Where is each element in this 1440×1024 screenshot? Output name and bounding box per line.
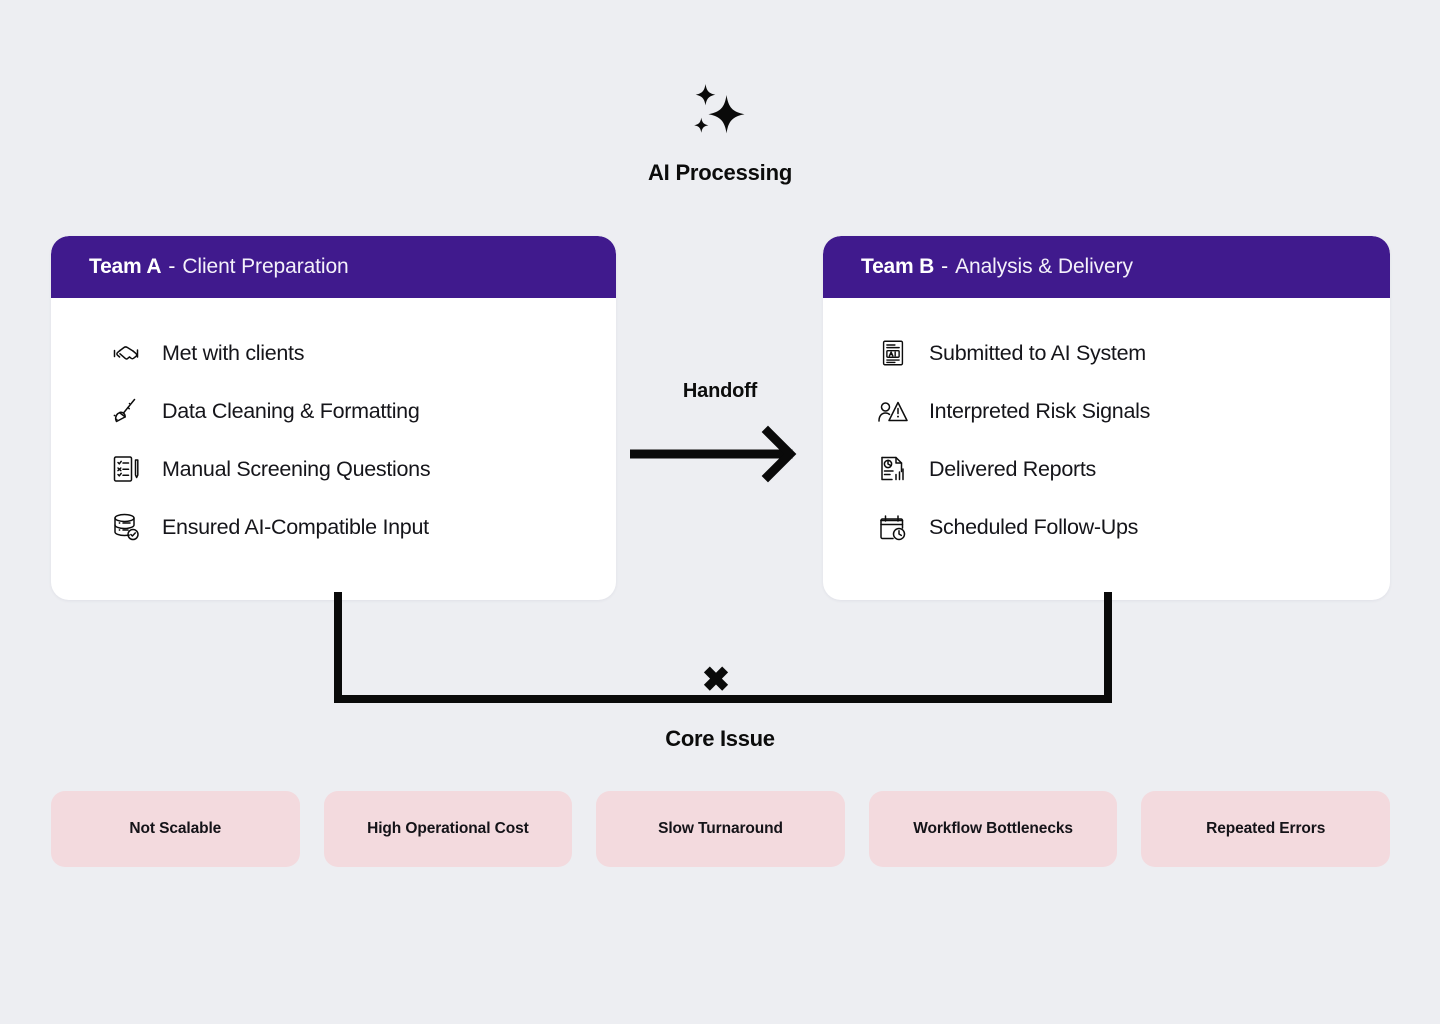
team-b-item-list: Submitted to AI System Interpreted Risk … <box>823 298 1390 576</box>
team-a-name: Team A <box>89 255 162 278</box>
team-a-card: Team A - Client Preparation Met with cli… <box>51 236 616 600</box>
list-item-label: Ensured AI-Compatible Input <box>162 514 429 539</box>
list-item-label: Met with clients <box>162 340 305 365</box>
list-item: Delivered Reports <box>873 440 1360 498</box>
list-item: Manual Screening Questions <box>106 440 586 498</box>
list-item: Scheduled Follow-Ups <box>873 498 1360 556</box>
person-warning-icon <box>873 391 913 431</box>
team-b-separator: - <box>941 255 949 278</box>
calendar-clock-icon <box>873 507 913 547</box>
team-b-name: Team B <box>861 255 935 278</box>
ai-processing-label: AI Processing <box>647 160 793 185</box>
list-item-label: Delivered Reports <box>929 456 1096 481</box>
core-issue-bracket <box>320 588 1125 717</box>
issue-chip-list: Not Scalable High Operational Cost Slow … <box>51 791 1390 867</box>
team-a-subtitle: Client Preparation <box>182 255 349 278</box>
checklist-pencil-icon <box>106 449 146 489</box>
right-arrow-icon <box>629 424 810 484</box>
list-item: Submitted to AI System <box>873 324 1360 382</box>
issue-chip-not-scalable[interactable]: Not Scalable <box>51 791 300 867</box>
issue-chip-repeated-errors[interactable]: Repeated Errors <box>1141 791 1390 867</box>
list-item-label: Submitted to AI System <box>929 340 1146 365</box>
issue-chip-high-operational-cost[interactable]: High Operational Cost <box>323 791 573 867</box>
list-item: Ensured AI-Compatible Input <box>106 498 586 556</box>
list-item: Data Cleaning & Formatting <box>106 382 586 440</box>
report-chart-icon <box>873 449 913 489</box>
list-item-label: Interpreted Risk Signals <box>929 398 1151 423</box>
handshake-icon <box>106 333 146 373</box>
core-issue-label: Core Issue <box>665 726 775 751</box>
team-a-header: Team A - Client Preparation <box>51 236 616 298</box>
team-b-card: Team B - Analysis & Delivery <box>823 236 1390 600</box>
list-item: Met with clients <box>106 324 586 382</box>
ai-processing-block: AI Processing <box>0 78 1440 186</box>
team-b-subtitle: Analysis & Delivery <box>955 255 1133 278</box>
ai-document-icon <box>873 333 913 373</box>
issue-chip-workflow-bottlenecks[interactable]: Workflow Bottlenecks <box>868 791 1118 867</box>
database-check-icon <box>106 507 146 547</box>
list-item-label: Manual Screening Questions <box>162 456 431 481</box>
sparkles-icon <box>686 78 754 146</box>
list-item-label: Scheduled Follow-Ups <box>929 514 1139 539</box>
broom-cleaning-icon <box>106 391 146 431</box>
cross-mark-icon: ✖ <box>701 661 731 699</box>
issue-chip-slow-turnaround[interactable]: Slow Turnaround <box>596 791 845 867</box>
team-a-item-list: Met with clients Data Cleaning & Formatt… <box>51 298 616 576</box>
handoff-label: Handoff <box>682 380 758 402</box>
list-item-label: Data Cleaning & Formatting <box>162 398 420 423</box>
team-a-separator: - <box>168 255 176 278</box>
team-b-header: Team B - Analysis & Delivery <box>823 236 1390 298</box>
list-item: Interpreted Risk Signals <box>873 382 1360 440</box>
